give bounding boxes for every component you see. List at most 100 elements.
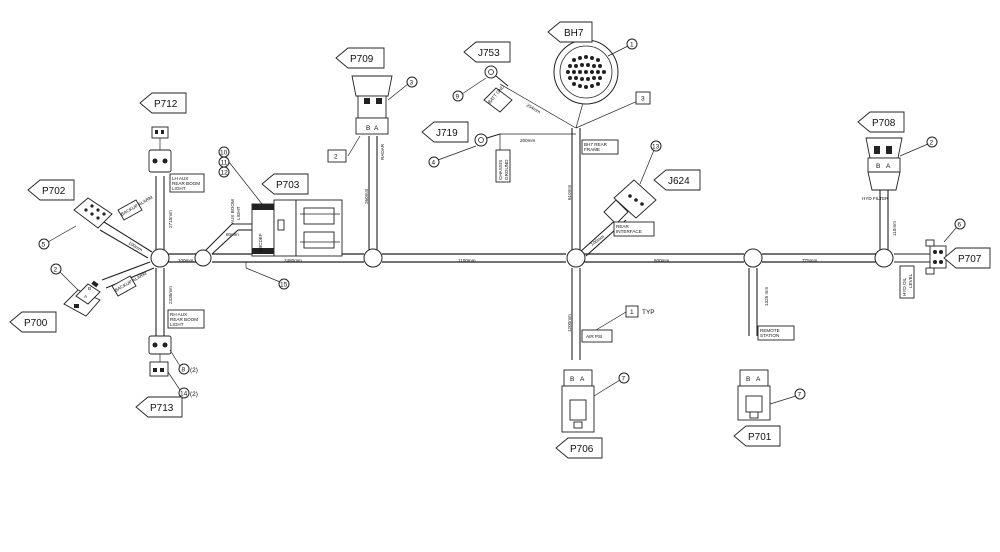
connector-icon: [351, 75, 393, 97]
callout-number: 10: [220, 150, 228, 157]
callout-qty: (2): [190, 367, 198, 374]
callouts-10-11-12: 10 11 12: [218, 146, 263, 205]
branch-label: LIGHT: [236, 206, 241, 220]
connector-p712: [148, 126, 172, 173]
callout-number: 7: [798, 392, 802, 399]
connector-p709: B A: [351, 75, 393, 135]
pin-label: A: [374, 125, 379, 132]
callout-number: 1: [630, 42, 634, 49]
connector-icon: [865, 137, 903, 159]
splice-node: [566, 248, 586, 268]
callout-number: 6: [958, 222, 962, 229]
callout-13: 13: [639, 140, 662, 185]
pin-label: ABCDEF: [258, 233, 263, 252]
callout-2-p700: 2: [50, 263, 79, 291]
callout-14: 14 (2): [167, 371, 198, 399]
lh-aux-label: LH AUX REAR BOOM LIGHT 2715mm: [168, 173, 205, 228]
branch-bh7: [499, 83, 641, 252]
callout-number: 15: [280, 282, 288, 289]
callout-3-bh7: 3: [635, 91, 651, 105]
connector-j624: [603, 179, 657, 225]
branch-label: AIR PSI: [586, 334, 602, 339]
branch-label: RH AUX: [170, 312, 187, 317]
callout-2-p708: 2: [899, 136, 938, 157]
branch-p703: [203, 223, 252, 255]
length-label: 2435mm: [168, 286, 173, 304]
splice-node: [743, 248, 763, 268]
length-label: 1325 mm: [764, 287, 769, 306]
connector-p706: B A: [561, 369, 595, 433]
callout-9: 9: [452, 77, 487, 102]
branch-label: CHASSIS: [498, 160, 503, 180]
branch-label: REAR: [616, 224, 629, 229]
hyd-filter-label: HYD FILTER 110mm: [862, 196, 897, 236]
connector-bh7: [553, 39, 619, 105]
tag-label: P708: [872, 118, 896, 129]
remote-station-label: REMOTE STATION 1325 mm: [757, 287, 795, 341]
callout-6: 6: [943, 218, 966, 243]
connector-icon: [739, 369, 769, 387]
tag-p712: P712: [139, 92, 187, 114]
callout-4: 4: [428, 145, 477, 168]
air-psi-label: AIR PSI 1200mm: [567, 314, 613, 343]
left-vertical-branch: [155, 138, 165, 362]
callout-7-p706: 7: [593, 372, 630, 397]
length-label: 60mm: [226, 232, 239, 237]
tag-p702: P702: [27, 179, 75, 201]
branch-p706: [571, 268, 581, 360]
connector-p701: B A: [737, 369, 771, 421]
tag-bh7: BH7: [547, 21, 593, 43]
callout-number: 13: [652, 144, 660, 151]
connector-icon: [151, 126, 169, 139]
pin-label: B: [876, 163, 880, 170]
connector-icon: [929, 245, 947, 269]
hyd-oil-label: HYD OIL LEVEL: [899, 265, 915, 299]
chassis-ground-label: CHASSIS GROUND 200mm: [495, 138, 535, 183]
pin-label: A: [756, 376, 761, 383]
branch-label: FRAME: [584, 147, 600, 152]
tag-p713: P713: [135, 396, 183, 418]
length-label: 1200mm: [567, 314, 572, 332]
branch-label: STATION: [760, 333, 779, 338]
tag-label: J719: [436, 128, 458, 139]
rh-aux-label: RH AUX REAR BOOM LIGHT 2435mm: [167, 286, 205, 329]
tag-j719: J719: [421, 121, 469, 143]
branch-label: REMOTE: [760, 328, 780, 333]
length-label: 610mm: [567, 185, 572, 200]
branch-label: REAR BOOM: [172, 181, 200, 186]
callout-typ: TYP: [642, 309, 655, 316]
tag-label: P701: [748, 432, 772, 443]
connector-p713: [148, 335, 172, 377]
tag-p709: P709: [335, 47, 385, 69]
pin-label: B: [366, 125, 370, 132]
length-label: 600mm: [654, 258, 669, 263]
tag-label: J624: [668, 176, 690, 187]
callout-number: 9: [456, 94, 460, 101]
connector-p703: ABCDEF: [251, 199, 343, 257]
callout-number: 7: [622, 376, 626, 383]
branch-p709: [368, 136, 378, 252]
tag-label: BH7: [564, 28, 584, 39]
callout-5: 5: [38, 225, 77, 250]
length-label: 775mm: [802, 258, 817, 263]
connector-icon: [148, 335, 172, 355]
tag-label: P700: [24, 318, 48, 329]
tag-label: J753: [478, 48, 500, 59]
connector-icon: [563, 369, 593, 387]
tag-label: P703: [276, 180, 300, 191]
branch-p702: [99, 221, 153, 259]
connector-p700: A B: [63, 280, 101, 317]
branch-label: BH7 REAR: [584, 142, 608, 147]
tag-j753: J753: [463, 41, 511, 63]
pin-label: A: [84, 294, 88, 299]
length-label: 254mm: [526, 103, 542, 115]
trunk-lengths: 2480mm 1100mm 600mm 775mm: [284, 258, 817, 263]
callout-number: 12: [221, 170, 229, 177]
branch-p707: [894, 253, 930, 263]
branch-label: LIGHT: [172, 186, 186, 191]
branch-label: LH AUX: [172, 176, 188, 181]
tag-label: P702: [42, 186, 66, 197]
tag-p707: P707: [943, 247, 991, 269]
branch-label: HYD FILTER: [862, 196, 889, 201]
